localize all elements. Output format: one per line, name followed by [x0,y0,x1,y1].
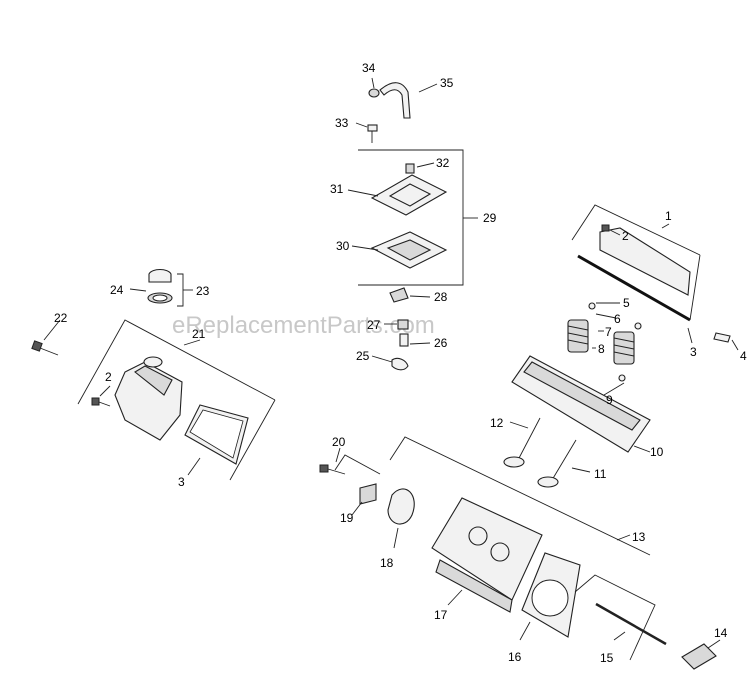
callout-3-left: 3 [178,475,185,489]
callout-32: 32 [436,156,450,170]
callout-18: 18 [380,556,394,570]
part-22-bolt[interactable] [31,340,59,356]
part-21-valve-cover[interactable] [114,356,183,441]
callout-12: 12 [490,416,504,430]
callout-23: 23 [196,284,210,298]
callout-14: 14 [714,626,728,640]
callout-9: 9 [606,393,613,407]
callout-22: 22 [54,311,68,325]
callout-28: 28 [434,290,448,304]
parts-5-9-valve-springs[interactable] [567,302,642,382]
part-3-gasket-right[interactable] [577,254,691,322]
part-1-rocker-cover[interactable] [599,227,691,296]
callout-21: 21 [192,327,206,341]
callout-26: 26 [434,336,448,350]
part-26-valve[interactable] [399,333,409,347]
callout-11: 11 [594,467,607,481]
part-31-breather-cover[interactable] [370,174,448,216]
callout-1: 1 [665,209,672,223]
callout-2-left: 2 [105,370,112,384]
callout-17: 17 [434,608,448,622]
watermark-text: eReplacementParts.com [172,312,435,339]
part-33-screw[interactable] [367,124,378,143]
callout-16: 16 [508,650,522,664]
part-17-cylinder-head[interactable] [431,497,543,613]
part-32-fitting[interactable] [405,163,415,174]
callout-29: 29 [483,211,497,225]
part-2-screw-left[interactable] [91,397,111,407]
part-19-spacer[interactable] [359,483,377,505]
callout-34: 34 [362,61,376,75]
part-30-breather-gasket[interactable] [370,231,448,269]
callout-24: 24 [110,283,124,297]
part-27-grommet[interactable] [397,319,409,330]
callout-3-right: 3 [690,345,697,359]
callout-5: 5 [623,296,630,310]
callout-30: 30 [336,239,350,253]
callout-2-right: 2 [622,229,629,243]
part-25-clip[interactable] [391,357,409,371]
part-2-screw-right[interactable] [601,224,610,232]
part-12-exhaust-valve[interactable] [503,417,541,468]
part-24-cap-seal[interactable] [147,292,173,304]
part-11-intake-valve[interactable] [537,439,577,488]
callout-33: 33 [335,116,349,130]
part-28-breather-filter[interactable] [389,287,409,303]
callout-4: 4 [740,349,747,363]
callout-27: 27 [367,318,381,332]
part-35-breather-hose[interactable] [379,82,411,119]
part-10-rocker-housing[interactable] [511,355,651,453]
callout-20: 20 [332,435,346,449]
part-15-push-rod[interactable] [595,602,667,646]
part-18-rocker-arm[interactable] [387,488,415,525]
part-16-head-gasket[interactable] [521,552,581,638]
part-23-oil-fill-cap[interactable] [148,268,172,283]
part-34-clamp[interactable] [368,88,380,98]
callout-8: 8 [598,342,605,356]
callout-19: 19 [340,511,354,525]
part-4-clip[interactable] [713,332,731,343]
callout-15: 15 [600,651,614,665]
callout-7: 7 [605,325,612,339]
callout-25: 25 [356,349,370,363]
part-20-head-bolt[interactable] [319,464,346,475]
callout-35: 35 [440,76,454,90]
callout-6: 6 [614,312,621,326]
callout-31: 31 [330,182,344,196]
part-14-valve-lifter[interactable] [681,643,717,670]
callout-13: 13 [632,530,646,544]
part-3-gasket-left[interactable] [184,404,249,465]
callout-10: 10 [650,445,664,459]
